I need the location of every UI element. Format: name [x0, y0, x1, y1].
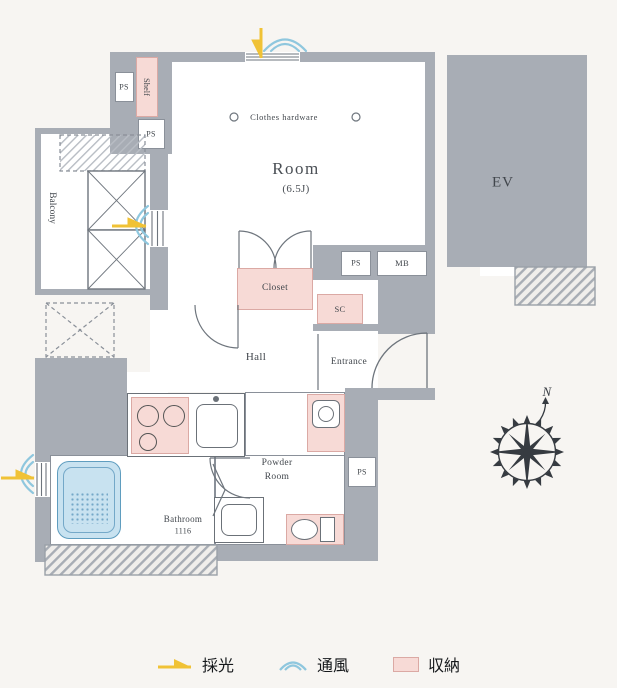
- window: [150, 210, 168, 247]
- elevator-shaft-wall: [447, 55, 587, 267]
- legend-item-daylight: 採光: [157, 652, 234, 676]
- clothes-hardware-label: Clothes hardware: [250, 112, 318, 122]
- sc-label: SC: [334, 304, 346, 314]
- closet-label: Closet: [261, 283, 289, 293]
- entrance-door: [371, 332, 428, 389]
- stove-burner: [137, 405, 159, 427]
- toilet-bowl: [291, 519, 318, 540]
- kitchen-sink: [196, 404, 238, 448]
- ev-label: EV: [492, 174, 514, 191]
- ps-label: PS: [119, 82, 129, 92]
- balcony-label: Balcony: [47, 192, 57, 224]
- faucet: [213, 396, 219, 402]
- wall: [313, 324, 378, 331]
- powder-room-label: Powder: [261, 458, 293, 468]
- pipe-space-box: [341, 251, 371, 276]
- window: [245, 52, 300, 62]
- wall: [50, 372, 127, 455]
- pipe-space-box: [348, 457, 376, 487]
- washer-drum: [318, 406, 334, 422]
- closet-storage: [237, 268, 313, 310]
- compass-rose: [490, 415, 564, 489]
- room-size-label: (6.5J): [282, 183, 310, 195]
- hall-label: Hall: [245, 351, 267, 363]
- legend-item-storage: 収納: [393, 652, 460, 676]
- stove-burner: [163, 405, 185, 427]
- wall: [215, 545, 378, 561]
- powder-room-label: Room: [264, 472, 290, 482]
- ps-label: PS: [357, 467, 367, 477]
- legend: 採光 通風 収納: [0, 652, 617, 676]
- room-label: Room: [272, 159, 320, 178]
- kitchen-floor: [127, 372, 168, 393]
- ventilation-icon: [279, 660, 307, 671]
- legend-item-ventilation: 通風: [278, 652, 349, 676]
- wall: [345, 388, 435, 400]
- vanity-basin: [221, 504, 257, 536]
- stove-burner: [139, 433, 157, 451]
- shelf-label: Shelf: [142, 78, 152, 96]
- void-dashed-box: [45, 302, 115, 358]
- hatched-area-bottom: [44, 544, 218, 576]
- balcony-wall: [35, 289, 150, 295]
- mb-label: MB: [395, 258, 409, 268]
- legend-label-storage: 収納: [428, 658, 461, 675]
- window: [35, 462, 50, 497]
- wall: [300, 52, 435, 62]
- ps-label: PS: [351, 258, 361, 268]
- wall: [150, 247, 168, 310]
- bathtub-cover-dots: [70, 492, 108, 524]
- wall: [378, 280, 435, 334]
- north-label: N: [542, 384, 552, 399]
- daylight-icon: [157, 659, 191, 669]
- entrance-label: Entrance: [330, 357, 368, 367]
- bathroom-label: Bathroom: [163, 514, 203, 524]
- hatched-area-ev: [514, 266, 596, 306]
- legend-label-daylight: 採光: [201, 658, 234, 675]
- shoe-closet-storage: [317, 294, 363, 324]
- balcony-floor: [41, 134, 150, 289]
- elevator-notch: [535, 246, 546, 260]
- wall: [425, 52, 435, 334]
- wall: [172, 52, 245, 62]
- elevator-notch: [460, 246, 471, 260]
- toilet-tank: [320, 517, 335, 542]
- storage-icon: [393, 656, 419, 672]
- bathroom-size-label: 1116: [174, 526, 192, 536]
- wall: [35, 497, 50, 562]
- balcony-wall: [35, 128, 41, 295]
- wall: [35, 372, 50, 462]
- legend-label-ventilation: 通風: [316, 658, 349, 675]
- shelf-storage: [136, 57, 158, 117]
- north-arrow: [539, 397, 549, 421]
- meter-box: [377, 251, 427, 276]
- ps-label: PS: [146, 129, 156, 139]
- room-floor: [168, 62, 425, 250]
- wall: [35, 358, 127, 372]
- pipe-space-box: [115, 72, 134, 102]
- balcony-wall: [35, 128, 150, 134]
- bathtub-inner: [63, 467, 115, 533]
